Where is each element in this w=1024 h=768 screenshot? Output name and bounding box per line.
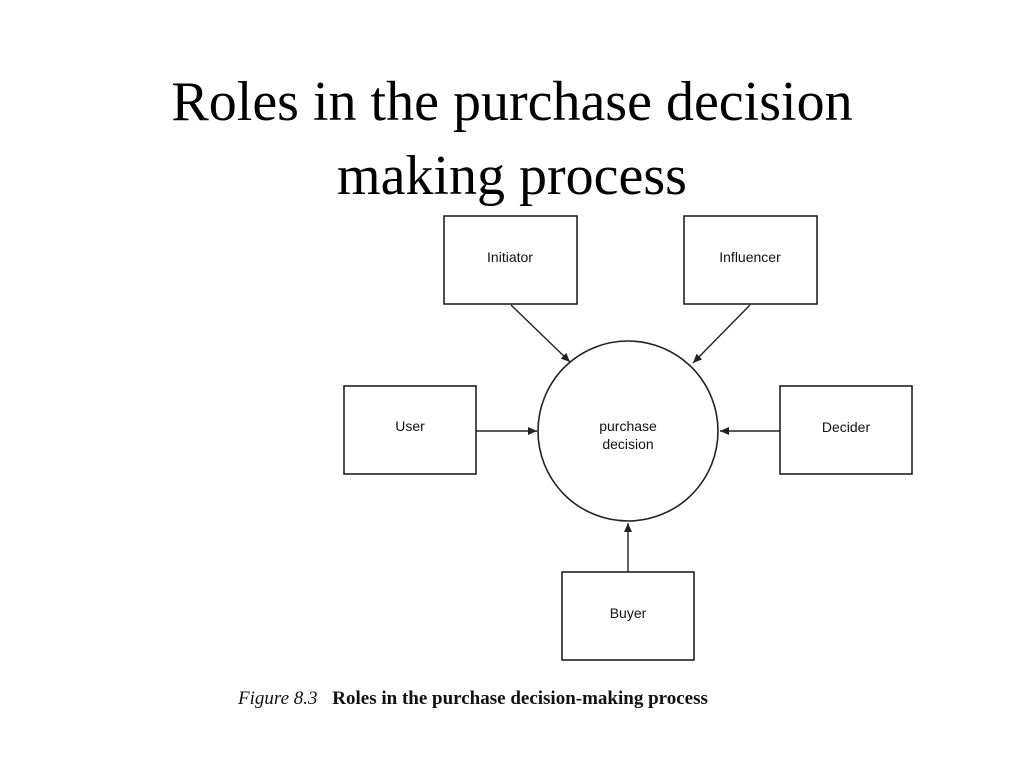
decider-node: Decider	[779, 385, 913, 475]
slide-title: Roles in the purchase decision making pr…	[0, 65, 1024, 213]
decider-box	[779, 385, 913, 475]
slide-title-line-2: making process	[337, 145, 687, 207]
buyer-node: Buyer	[561, 571, 695, 661]
buyer-label: Buyer	[610, 605, 647, 621]
influencer-label: Influencer	[719, 249, 781, 265]
center-circle	[537, 340, 719, 522]
decider-label: Decider	[822, 419, 871, 435]
influencer-box	[683, 215, 818, 305]
arrow-influencer-to-decision	[692, 304, 751, 364]
user-label: User	[395, 418, 425, 434]
arrow-initiator-to-decision	[510, 304, 571, 363]
initiator-box	[443, 215, 578, 305]
figure-number: Figure 8.3	[238, 688, 318, 709]
slide-title-line-1: Roles in the purchase decision	[171, 71, 853, 133]
initiator-label: Initiator	[487, 249, 533, 265]
user-node: User	[343, 385, 477, 475]
buyer-box	[561, 571, 695, 661]
center-label-line-1: purchase	[599, 418, 657, 434]
initiator-node: Initiator	[443, 215, 578, 305]
center-label-line-2: decision	[602, 436, 653, 452]
figure-caption: Figure 8.3 Roles in the purchase decisio…	[238, 688, 708, 710]
center-node: purchase decision	[537, 340, 719, 522]
user-box	[343, 385, 477, 475]
influencer-node: Influencer	[683, 215, 818, 305]
figure-caption-text: Roles in the purchase decision-making pr…	[332, 688, 708, 709]
